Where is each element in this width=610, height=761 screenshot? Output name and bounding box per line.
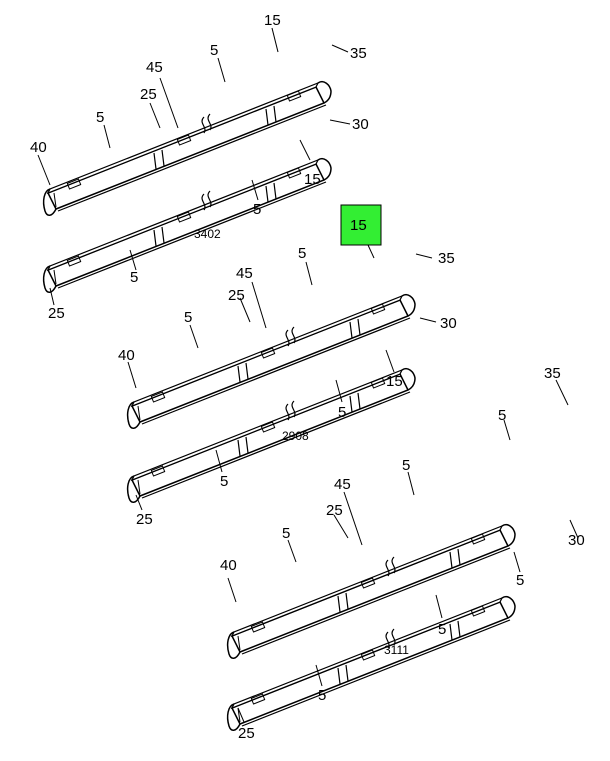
callout-2908-5a: 5 bbox=[298, 245, 306, 262]
assembly-3111: 35 5 5 45 25 5 40 30 5 5 5 25 3111 bbox=[220, 365, 585, 742]
callout-3402-30: 30 bbox=[352, 116, 369, 133]
callout-highlight-box bbox=[340, 204, 382, 246]
callout-3402-15a: 15 bbox=[264, 12, 281, 29]
callout-3402-40: 40 bbox=[30, 139, 47, 156]
callout-2908-5c: 5 bbox=[338, 404, 346, 421]
assembly-label-3111: 3111 bbox=[384, 643, 409, 657]
callout-3402-5b: 5 bbox=[210, 42, 218, 59]
callout-2908-35: 35 bbox=[438, 250, 455, 267]
rail-2908-upper bbox=[126, 293, 416, 430]
callout-3111-5d: 5 bbox=[516, 572, 524, 589]
callout-2908-45: 45 bbox=[236, 265, 253, 282]
callout-2908-15-highlighted[interactable]: 15 bbox=[350, 217, 367, 234]
callout-3402-5c: 5 bbox=[253, 201, 261, 218]
assembly-2908: 15 35 5 45 25 5 40 30 15 5 5 25 2908 bbox=[118, 204, 457, 528]
assembly-3402: 40 5 25 45 5 15 35 30 15 5 5 25 3402 bbox=[30, 12, 369, 322]
callout-3111-5c: 5 bbox=[282, 525, 290, 542]
callout-3111-25b: 25 bbox=[238, 725, 255, 742]
callout-3402-45: 45 bbox=[146, 59, 163, 76]
callout-3402-25b: 25 bbox=[48, 305, 65, 322]
callout-3402-5a: 5 bbox=[96, 109, 104, 126]
callout-3111-5a: 5 bbox=[498, 407, 506, 424]
callout-3402-35: 35 bbox=[350, 45, 367, 62]
callout-3111-30: 30 bbox=[568, 532, 585, 549]
callout-2908-15b: 15 bbox=[386, 373, 403, 390]
leader-lines-3111 bbox=[227, 379, 579, 723]
leader-lines-3402 bbox=[37, 27, 351, 306]
callout-2908-5d: 5 bbox=[220, 473, 228, 490]
callout-2908-25a: 25 bbox=[228, 287, 245, 304]
assembly-label-3402: 3402 bbox=[194, 227, 221, 241]
callout-3402-15b: 15 bbox=[304, 171, 321, 188]
callout-3111-5e: 5 bbox=[438, 621, 446, 638]
assembly-label-2908: 2908 bbox=[282, 429, 309, 443]
callout-3402-25a: 25 bbox=[140, 86, 157, 103]
callout-3111-35: 35 bbox=[544, 365, 561, 382]
callout-3111-5b: 5 bbox=[402, 457, 410, 474]
rail-3111-upper bbox=[226, 523, 516, 660]
callout-3111-40: 40 bbox=[220, 557, 237, 574]
callout-3111-45: 45 bbox=[334, 476, 351, 493]
callout-3111-25a: 25 bbox=[326, 502, 343, 519]
rail-3402-upper bbox=[42, 80, 332, 217]
callout-3111-5f: 5 bbox=[318, 687, 326, 704]
callout-2908-40: 40 bbox=[118, 347, 135, 364]
callout-2908-25b: 25 bbox=[136, 511, 153, 528]
callout-2908-5b: 5 bbox=[184, 309, 192, 326]
callout-3402-5d: 5 bbox=[130, 269, 138, 286]
callout-2908-30: 30 bbox=[440, 315, 457, 332]
rail-3111-lower bbox=[226, 595, 516, 732]
leader-lines-2908 bbox=[127, 244, 437, 511]
